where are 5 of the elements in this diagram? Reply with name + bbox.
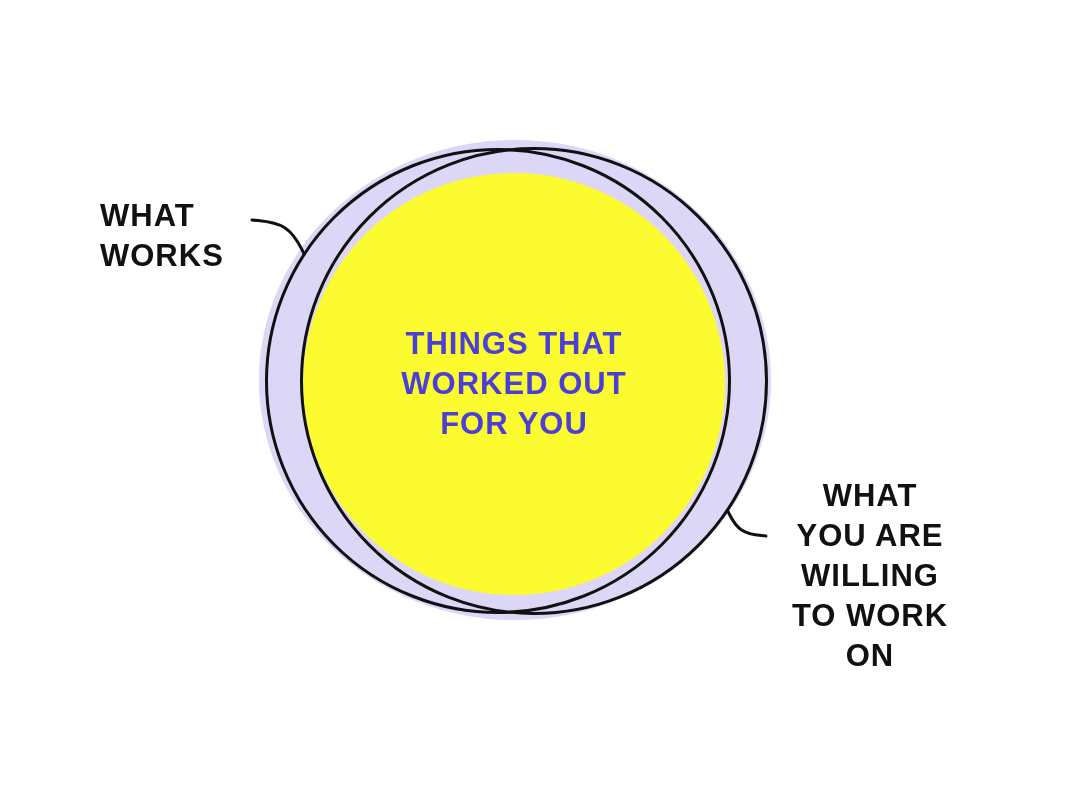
leader-line xyxy=(250,218,306,256)
set-label: WHAT WORKS xyxy=(100,196,250,276)
set-label: WHAT YOU ARE WILLING TO WORK ON xyxy=(770,476,970,676)
overlap-label: THINGS THAT WORKED OUT FOR YOU xyxy=(401,325,627,443)
leader-line xyxy=(725,508,768,538)
